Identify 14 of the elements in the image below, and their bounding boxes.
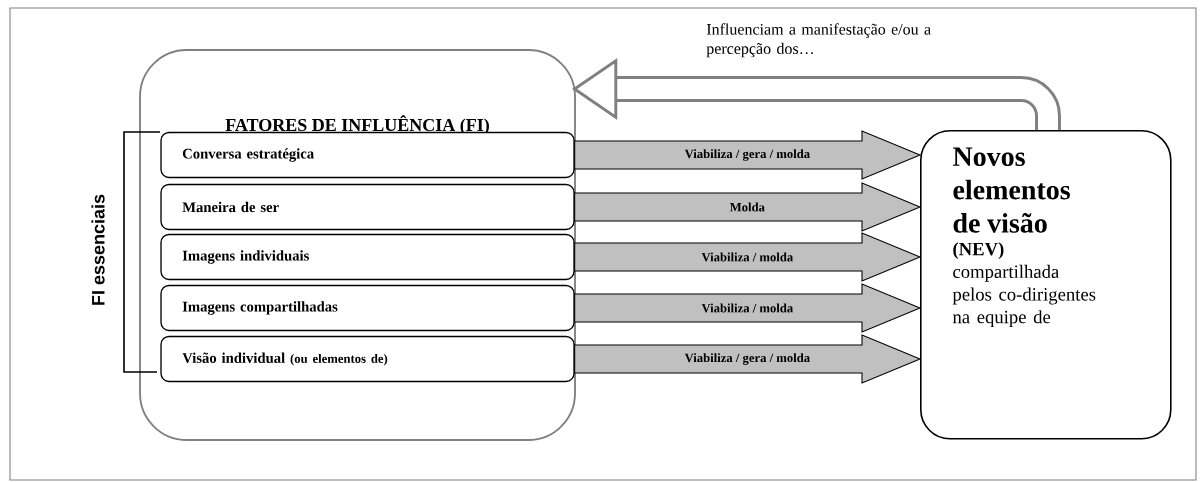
- side-label: FI essenciais: [91, 194, 105, 305]
- factor-box: Conversa estratégica: [160, 131, 575, 179]
- factor-box: Maneira de ser: [160, 183, 575, 231]
- factor-box: Visão individual (ou elementos de): [160, 335, 575, 383]
- edge-label: Viabiliza / molda: [700, 302, 795, 314]
- block-arrow: [574, 283, 922, 333]
- block-arrow: [574, 232, 922, 282]
- edge-label: Molda: [728, 201, 767, 213]
- factor-box: Imagens compartilhadas: [160, 284, 575, 332]
- edge-label: Viabiliza / molda: [700, 251, 795, 263]
- edge-label: Influenciam a manifestação e/ou a percepção dos…: [706, 23, 931, 58]
- block-arrow: [574, 182, 922, 232]
- factor-box: Imagens individuais: [160, 233, 575, 281]
- result-box: Novos elementos de visão (NEV) compartilhada pelos co-dirigentes na equipe de: [920, 130, 1172, 440]
